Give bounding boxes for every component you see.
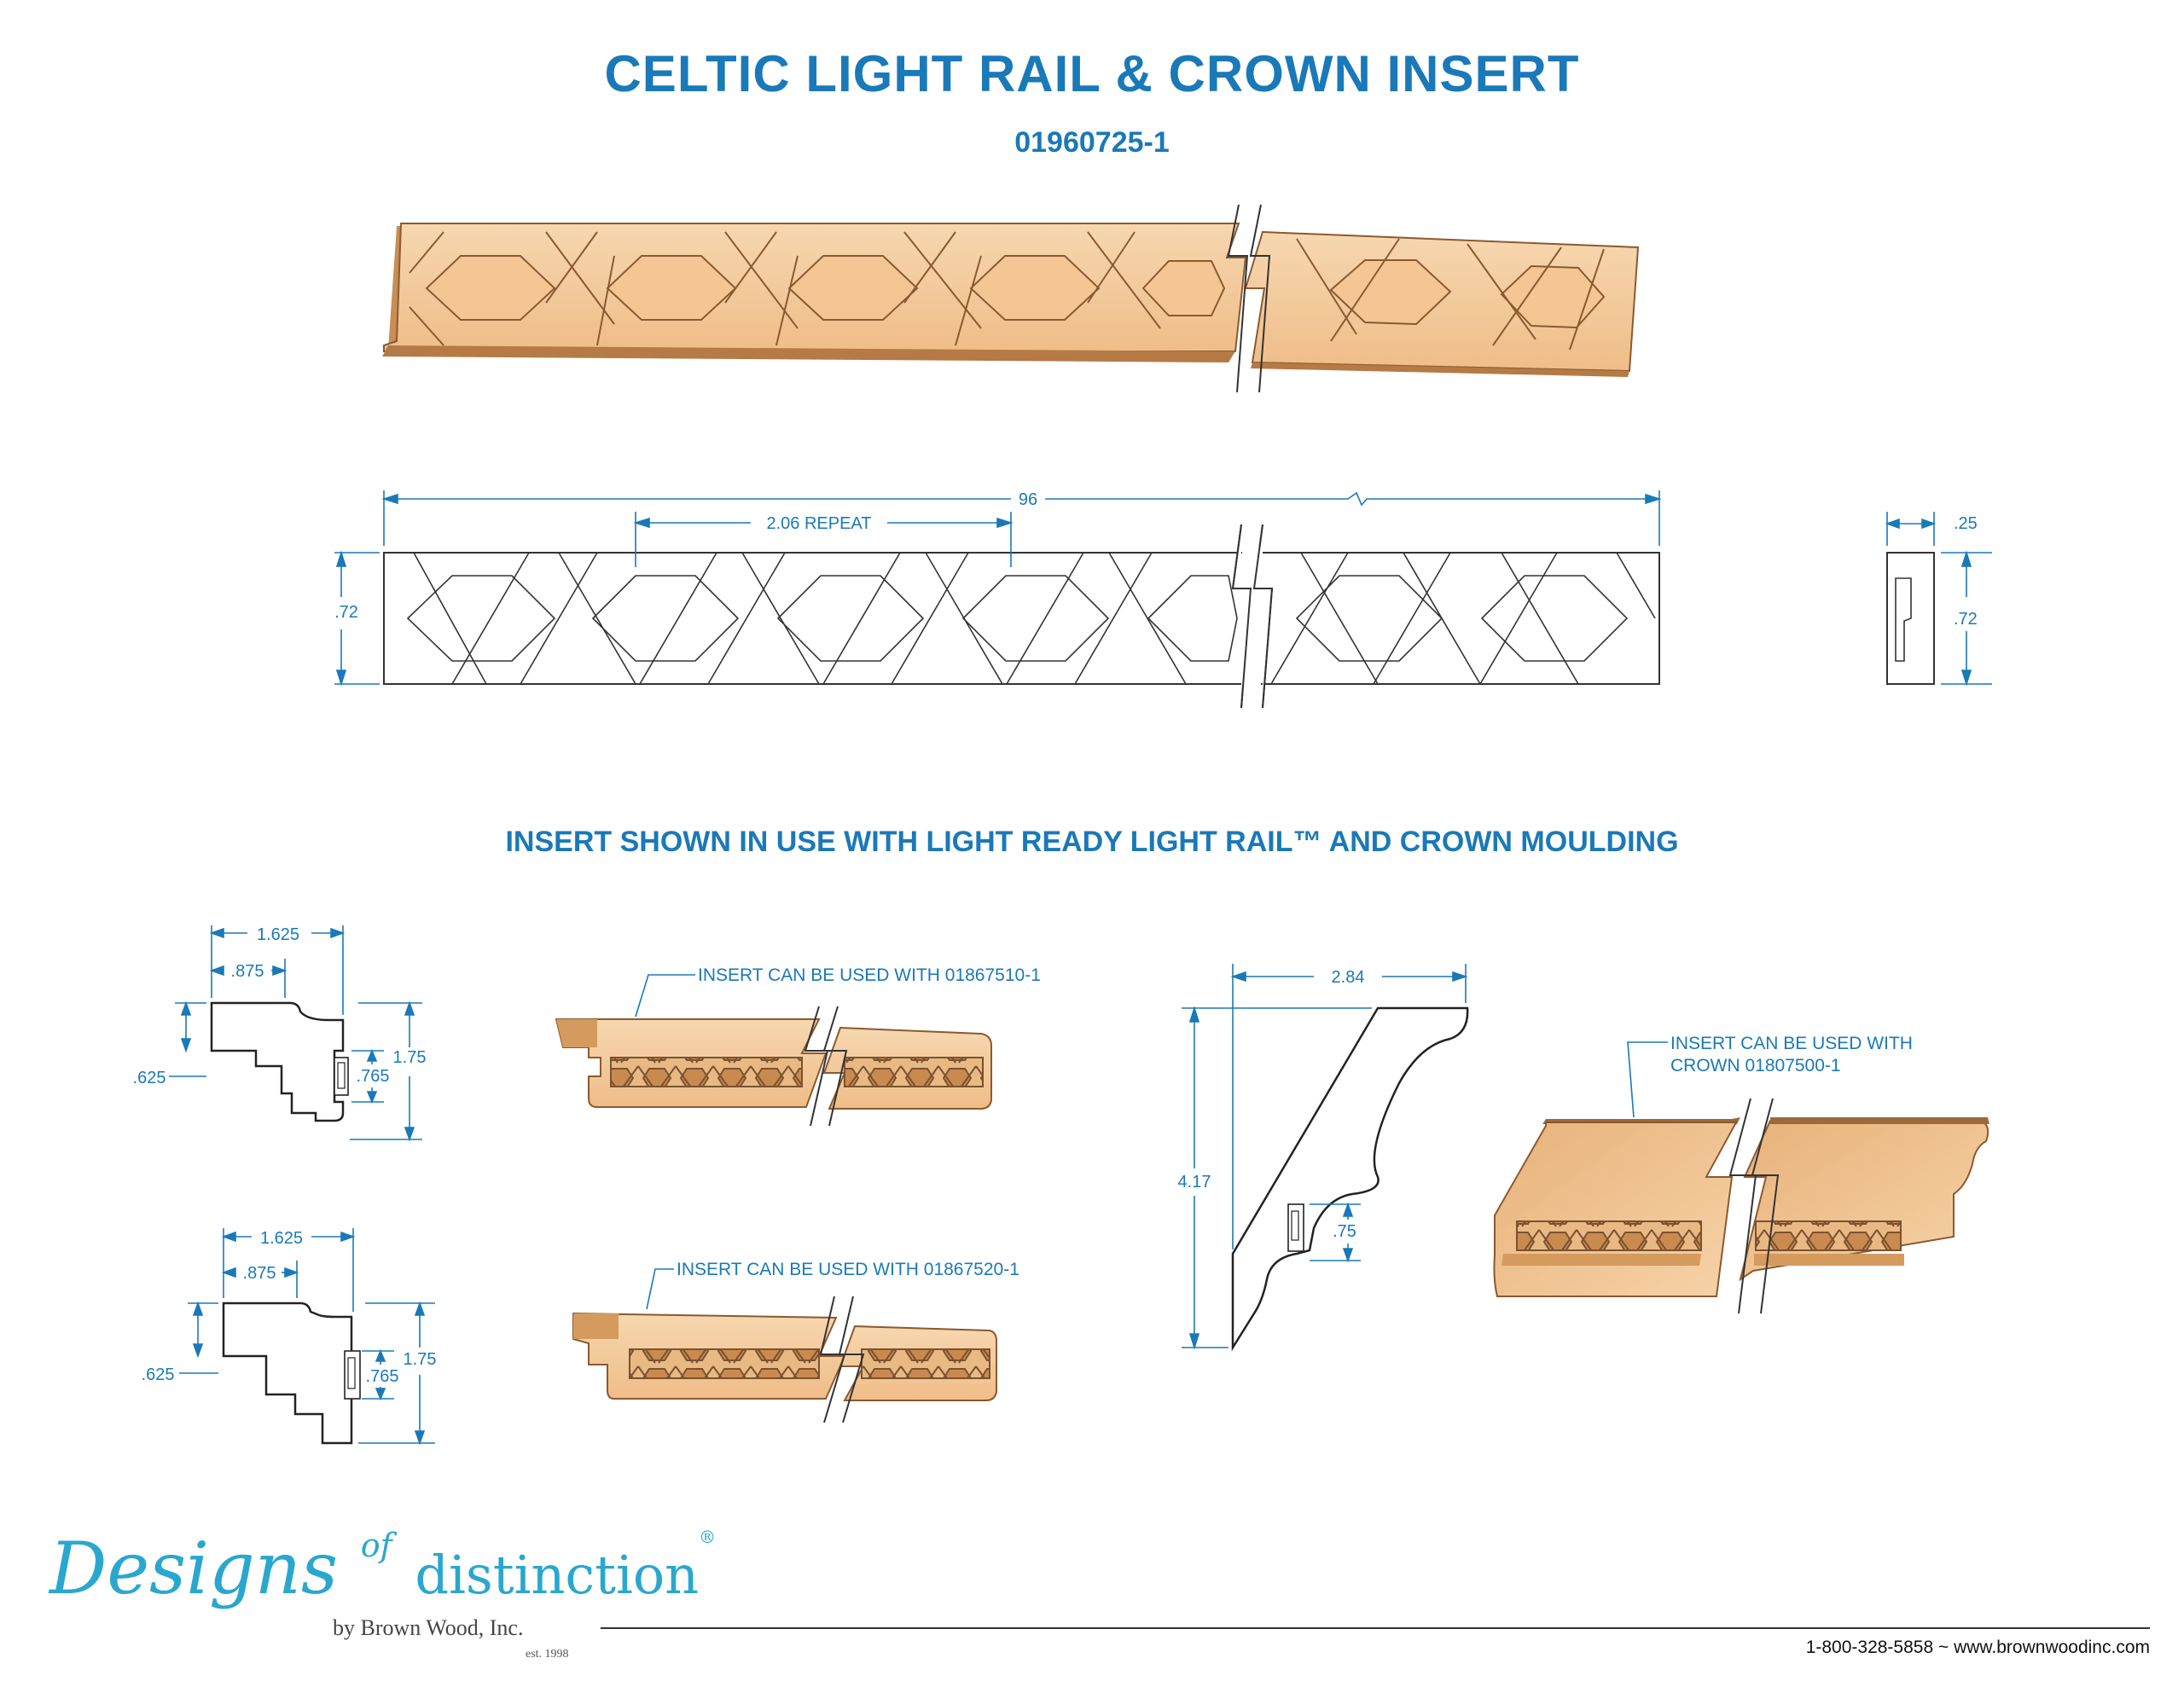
rail2-height-top: .625 bbox=[142, 1365, 175, 1384]
rail2-insert: .765 bbox=[366, 1367, 399, 1386]
crown-note-line2: CROWN 01807500-1 bbox=[1670, 1056, 1841, 1075]
rail1-dims bbox=[169, 925, 422, 1142]
footer-divider bbox=[601, 1627, 2150, 1629]
page-title: CELTIC LIGHT RAIL & CROWN INSERT bbox=[604, 45, 1580, 102]
brand-byline: by Brown Wood, Inc. bbox=[333, 1615, 524, 1640]
rail1-note: INSERT CAN BE USED WITH 01867510-1 bbox=[698, 965, 1041, 985]
rail1-render bbox=[555, 1006, 992, 1127]
rail2-width: 1.625 bbox=[260, 1229, 303, 1248]
rail1-height: 1.75 bbox=[393, 1048, 427, 1067]
crown-dims bbox=[1182, 964, 1468, 1350]
brand-registered-mark: ® bbox=[699, 1527, 717, 1547]
dim-repeat bbox=[633, 512, 1014, 567]
crown-width: 2.84 bbox=[1332, 968, 1365, 987]
crown-height: 4.17 bbox=[1178, 1173, 1211, 1191]
rail2-dims bbox=[179, 1228, 435, 1446]
end-dim-thickness bbox=[1885, 512, 1937, 546]
rail1-profile bbox=[210, 1001, 349, 1122]
dim-repeat-label: 2.06 REPEAT bbox=[766, 514, 871, 533]
brand-main: Designs bbox=[49, 1527, 339, 1610]
crown-note-line1: INSERT CAN BE USED WITH bbox=[1670, 1034, 1913, 1053]
rail2-profile bbox=[222, 1301, 361, 1445]
rail2-width-small: .875 bbox=[243, 1264, 276, 1283]
insert-render bbox=[382, 204, 1640, 393]
rail2-leader bbox=[646, 1268, 674, 1310]
rail2-render bbox=[572, 1296, 997, 1423]
usage-subtitle: INSERT SHOWN IN USE WITH LIGHT READY LIG… bbox=[505, 826, 1679, 858]
rail1-width: 1.625 bbox=[257, 925, 299, 944]
insert-end-view bbox=[1886, 552, 1935, 685]
insert-front-view bbox=[383, 524, 1660, 709]
dim-height-label: .72 bbox=[334, 603, 358, 622]
dim-overall-length bbox=[381, 490, 1662, 546]
rail1-leader bbox=[635, 974, 695, 1017]
rail2-note: INSERT CAN BE USED WITH 01867520-1 bbox=[677, 1260, 1019, 1279]
rail1-width-small: .875 bbox=[231, 962, 264, 981]
dim-height bbox=[334, 550, 380, 687]
part-number: 01960725-1 bbox=[1014, 126, 1170, 159]
brand-logo: Designs of distinction® bbox=[49, 1527, 716, 1610]
crown-profile bbox=[1231, 1006, 1469, 1352]
brand-established: est. 1998 bbox=[526, 1648, 569, 1661]
crown-leader bbox=[1627, 1041, 1668, 1118]
dim-length-label: 96 bbox=[1019, 490, 1037, 509]
contact-info: 1-800-328-5858 ~ www.brownwoodinc.com bbox=[1805, 1638, 2150, 1657]
end-dim-height bbox=[1941, 550, 1992, 687]
rail2-height: 1.75 bbox=[404, 1350, 437, 1369]
end-thickness-label: .25 bbox=[1954, 514, 1978, 533]
rail1-insert: .765 bbox=[357, 1067, 390, 1086]
brand-of: of bbox=[360, 1527, 392, 1564]
crown-render bbox=[1493, 1098, 1989, 1314]
brand-second: distinction bbox=[415, 1544, 700, 1606]
end-height-label: .72 bbox=[1954, 610, 1978, 629]
rail1-height-top: .625 bbox=[133, 1069, 166, 1087]
crown-insert: .75 bbox=[1333, 1222, 1356, 1241]
